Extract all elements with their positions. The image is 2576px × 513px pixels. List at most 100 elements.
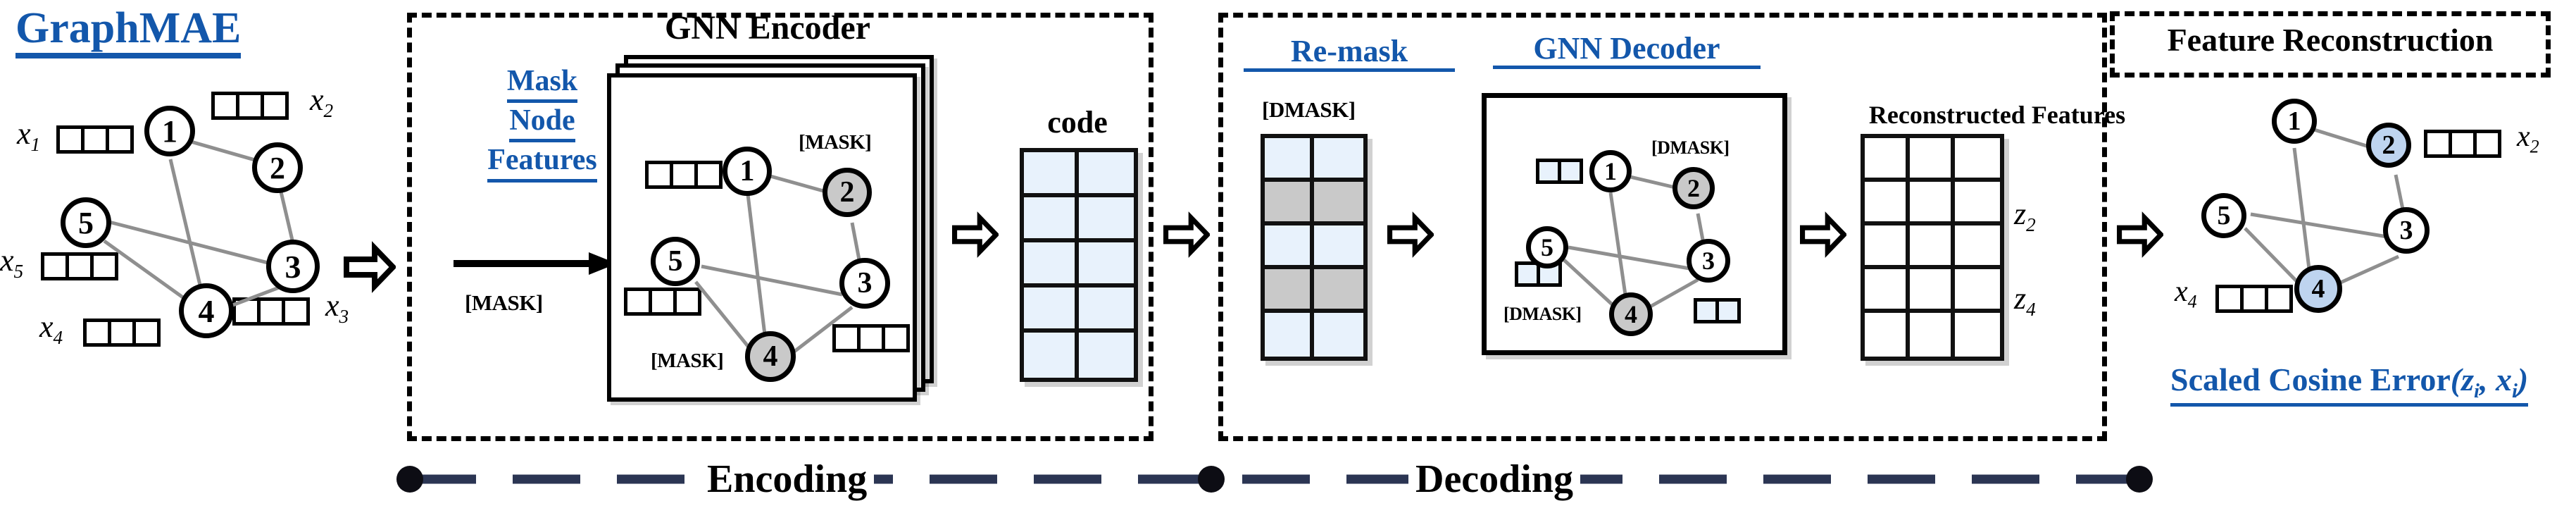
- re-mask-cell: [1314, 313, 1363, 357]
- code-matrix: [1020, 148, 1138, 382]
- reconstructed-cell: [1910, 313, 1955, 357]
- decoder-node-4: 4: [1609, 292, 1653, 336]
- code-cell: [1079, 152, 1134, 197]
- reconstruction-node-2: 2: [2366, 123, 2411, 168]
- reconstructed-row-label-z2: z2: [2014, 197, 2036, 235]
- reconstructed-cell: [1955, 269, 2000, 313]
- reconstruction-feature-vector-x4: [2215, 285, 2293, 313]
- input-node-3: 3: [266, 240, 320, 293]
- encoder-graph-edges: [694, 174, 865, 359]
- arrow-remask-to-decoder: [1387, 211, 1435, 261]
- code-matrix-row: [1024, 197, 1134, 242]
- code-matrix-row: [1024, 242, 1134, 288]
- re-mask-cell: [1265, 225, 1314, 269]
- reconstructed-features-matrix: [1861, 134, 2004, 361]
- encoder-mask-tag-bottom: [MASK]: [651, 350, 724, 372]
- reconstructed-cell: [1865, 182, 1910, 225]
- input-feature-vector-x5: [41, 252, 118, 280]
- reconstructed-row: [1865, 313, 2000, 357]
- decoder-mask-tag-top: [DMASK]: [1651, 137, 1730, 158]
- reconstructed-cell: [1865, 313, 1910, 357]
- reconstructed-row: [1865, 269, 2000, 313]
- reconstructed-row-label-z4: z4: [2014, 281, 2036, 320]
- decoder-node-3: 3: [1687, 239, 1730, 283]
- input-feature-label-x5: x5: [0, 243, 24, 282]
- reconstruction-feature-label-x4: x4: [2175, 276, 2197, 312]
- reconstructed-features-title: Reconstructed Features: [1868, 101, 2126, 129]
- re-mask-cell-masked: [1265, 269, 1314, 313]
- re-mask-cell: [1314, 225, 1363, 269]
- decoder-mask-tag-bottom: [DMASK]: [1503, 304, 1582, 324]
- code-matrix-row: [1024, 333, 1134, 378]
- input-feature-vector-x4: [83, 319, 161, 347]
- reconstruction-feature-vector-x2: [2424, 130, 2501, 158]
- code-matrix-row: [1024, 152, 1134, 197]
- reconstruction-node-1: 1: [2272, 99, 2317, 144]
- decoder-node-2: 2: [1672, 167, 1715, 209]
- re-mask-cell: [1265, 138, 1314, 182]
- decoder-feature-vector-5: [1515, 261, 1562, 287]
- code-cell: [1024, 197, 1079, 242]
- reconstructed-row: [1865, 225, 2000, 269]
- encoder-node-3: 3: [839, 258, 890, 309]
- page-title: GraphMAE: [15, 5, 242, 59]
- encoder-node-2: 2: [823, 168, 872, 217]
- input-node-2: 2: [252, 142, 303, 193]
- decoder-feature-vector-3: [1694, 298, 1741, 323]
- reconstructed-cell: [1865, 269, 1910, 313]
- code-cell: [1024, 242, 1079, 288]
- reconstructed-cell: [1955, 182, 2000, 225]
- loss-prefix: Scaled Cosine Error: [2170, 361, 2451, 397]
- re-mask-row: [1265, 138, 1363, 182]
- code-cell: [1079, 197, 1134, 242]
- code-cell: [1024, 288, 1079, 333]
- scaled-cosine-error-label: Scaled Cosine Error(zi, xi): [2170, 361, 2529, 407]
- arrow-encoding-to-decoding: [1163, 211, 1211, 261]
- input-feature-vector-x1: [56, 125, 134, 154]
- mask-arrow-caption: [MASK]: [465, 290, 543, 315]
- reconstructed-cell: [1955, 138, 2000, 182]
- reconstruction-node-5: 5: [2201, 193, 2246, 238]
- input-feature-vector-x2: [211, 92, 289, 120]
- re-mask-cell-masked: [1314, 182, 1363, 225]
- mask-title-line-2: Node: [509, 103, 575, 143]
- decoder-graph-edges: [1563, 175, 1708, 313]
- gnn-decoder-panel: 1 2 3 4 5 [DMASK] [DMASK]: [1482, 93, 1787, 355]
- input-feature-vector-x3: [232, 297, 310, 326]
- reconstructed-cell: [1910, 269, 1955, 313]
- reconstructed-cell: [1865, 225, 1910, 269]
- decoding-stage-label: Decoding: [1408, 457, 1580, 502]
- feature-reconstruction-graph: 1 2 3 4 5 x2 x4: [2162, 83, 2556, 379]
- reconstruction-graph-edges: [2244, 128, 2409, 290]
- gnn-decoder-title: GNN Decoder: [1493, 31, 1761, 70]
- reconstructed-row: [1865, 182, 2000, 225]
- encoder-feature-vector-1: [645, 161, 723, 189]
- decoder-node-5: 5: [1526, 226, 1568, 268]
- re-mask-cell: [1265, 313, 1314, 357]
- code-cell: [1079, 288, 1134, 333]
- re-mask-row: [1265, 313, 1363, 357]
- arrow-input-to-encoding: [344, 241, 397, 297]
- reconstructed-cell: [1910, 138, 1955, 182]
- gnn-encoder-stack: 1 2 3 4 5 [MASK] [MASK]: [607, 55, 938, 407]
- reconstruction-node-4: 4: [2294, 265, 2342, 313]
- encoder-node-1: 1: [723, 147, 772, 196]
- reconstruction-feature-label-x2: x2: [2517, 120, 2539, 157]
- re-mask-matrix: [1261, 134, 1368, 361]
- re-mask-row-masked: [1265, 269, 1363, 313]
- mask-title-line-1: Mask: [506, 63, 578, 104]
- gnn-encoder-title: GNN Encoder: [665, 9, 870, 47]
- re-mask-cell: [1314, 138, 1363, 182]
- feature-reconstruction-label-box: [2110, 11, 2551, 78]
- input-feature-label-x4: x4: [39, 309, 63, 348]
- re-mask-tag: [DMASK]: [1262, 97, 1356, 122]
- encoder-node-4: 4: [745, 331, 796, 382]
- input-feature-label-x2: x2: [310, 82, 334, 121]
- arrow-decoding-to-reconstruction: [2117, 211, 2165, 261]
- code-cell: [1079, 333, 1134, 378]
- encoder-node-5: 5: [651, 237, 700, 286]
- decoder-node-1: 1: [1589, 150, 1632, 192]
- input-feature-label-x1: x1: [17, 116, 41, 155]
- code-cell: [1024, 333, 1079, 378]
